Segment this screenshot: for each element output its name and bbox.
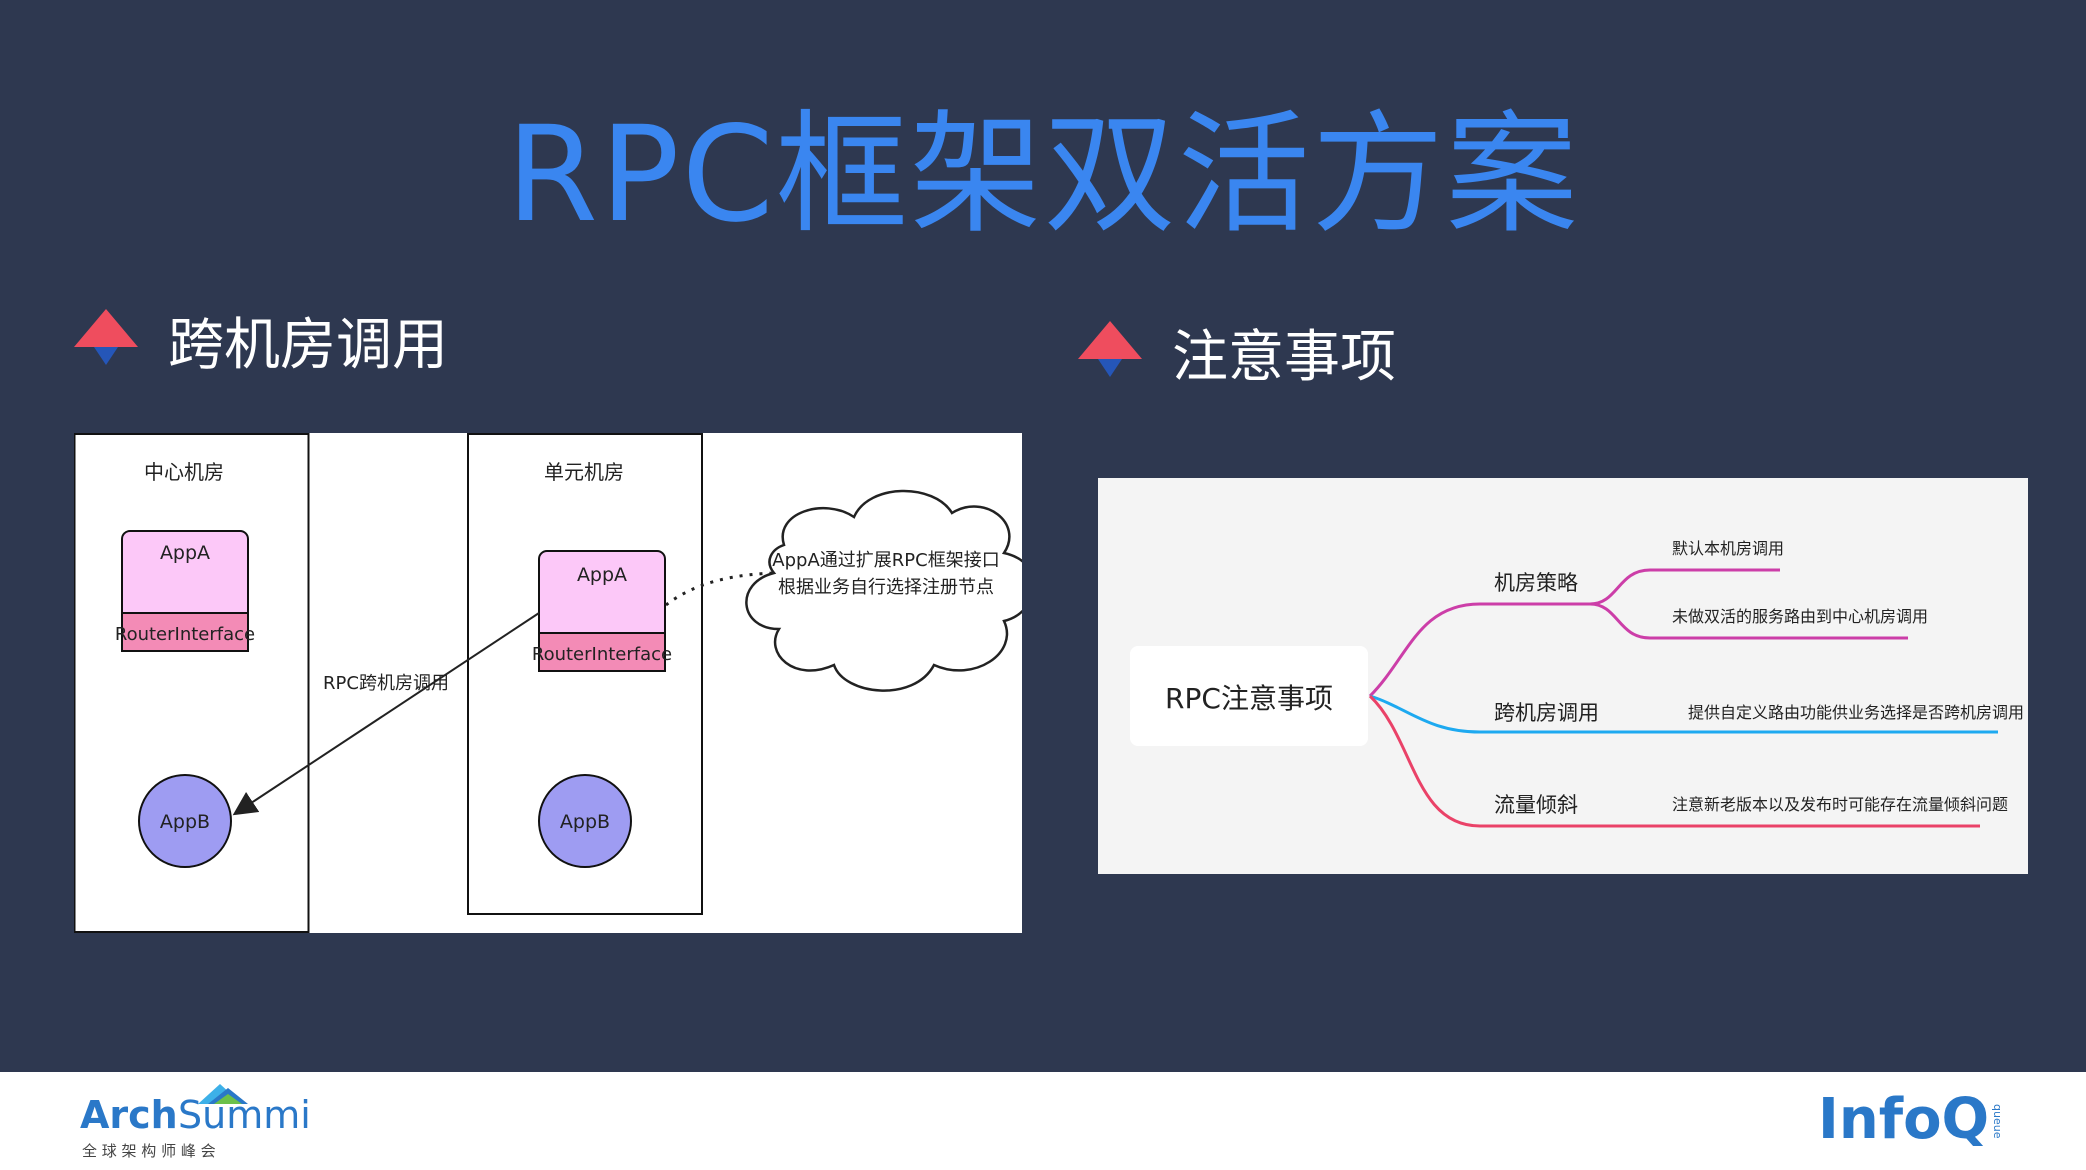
mindmap-root-node	[1130, 646, 1368, 746]
section-heading-cross-room: 跨机房调用	[74, 300, 448, 381]
leaf-default-local: 默认本机房调用	[1672, 539, 1784, 558]
router-interface-label: RouterInterface	[532, 644, 672, 665]
infoq-logo: InfoQ queue	[1818, 1082, 2008, 1156]
section-heading-label: 注意事项	[1172, 325, 1396, 390]
triangle-bullet-icon	[74, 308, 138, 365]
section-heading-label: 跨机房调用	[168, 313, 448, 378]
cloud-callout: AppA通过扩展RPC框架接口 根据业务自行选择注册节点	[745, 489, 1022, 692]
unit-room-label: 单元机房	[544, 460, 624, 484]
app-b-label: AppB	[160, 811, 210, 833]
unit-app-b-node: AppB	[538, 774, 632, 868]
app-a-label: AppA	[160, 542, 210, 564]
footer-bar: Arch Summit 全 球 架 构 师 峰 会 InfoQ queue	[0, 1072, 2086, 1170]
cross-room-diagram: 中心机房 单元机房 AppA RouterInterface AppA Rout…	[74, 433, 1022, 933]
leaf-traffic-skew: 注意新老版本以及发布时可能存在流量倾斜问题	[1672, 795, 2008, 814]
dotted-connector	[665, 571, 785, 607]
branch-label-cross-room: 跨机房调用	[1494, 701, 1599, 725]
branch-label-room-strategy: 机房策略	[1494, 571, 1578, 595]
center-room-label: 中心机房	[144, 460, 224, 484]
branch-line-traffic-skew	[1368, 694, 1980, 828]
router-interface-label: RouterInterface	[115, 624, 255, 645]
rpc-call-arrow	[232, 612, 540, 816]
branch-label-traffic-skew: 流量倾斜	[1494, 793, 1578, 817]
cloud-text-line1: AppA通过扩展RPC框架接口	[772, 550, 999, 571]
rpc-call-label: RPC跨机房调用	[323, 673, 449, 694]
leaf-route-center: 未做双活的服务路由到中心机房调用	[1672, 607, 1928, 626]
branch-line-room-strategy	[1368, 602, 1590, 698]
app-a-label: AppA	[577, 564, 627, 586]
leaf-custom-route: 提供自定义路由功能供业务选择是否跨机房调用	[1688, 703, 2024, 722]
logo-infoq-small-text: queue	[1991, 1104, 2004, 1139]
archsummit-logo: Arch Summit 全 球 架 构 师 峰 会	[80, 1078, 326, 1168]
branch-line-cross-room	[1369, 694, 1998, 734]
notes-mindmap: RPC注意事项 机房策略 默认本机房调用 未做双活的服务路由到中心机房调用 跨机…	[1098, 478, 2028, 874]
app-b-label: AppB	[560, 811, 610, 833]
logo-infoq-text: InfoQ	[1818, 1087, 1989, 1152]
center-app-a-node: AppA RouterInterface	[115, 530, 255, 652]
center-app-b-node: AppB	[138, 774, 232, 868]
unit-app-a-node: AppA RouterInterface	[532, 550, 672, 672]
logo-arch-text: Arch	[80, 1093, 178, 1137]
cloud-text-line2: 根据业务自行选择注册节点	[778, 577, 994, 598]
section-heading-notes: 注意事项	[1078, 312, 1396, 393]
slide-title: RPC框架双活方案	[506, 98, 1580, 252]
mindmap-root-label: RPC注意事项	[1165, 682, 1333, 715]
logo-summit-text: Summit	[178, 1093, 310, 1137]
triangle-bullet-icon	[1078, 320, 1142, 377]
logo-sub-text: 全 球 架 构 师 峰 会	[82, 1142, 216, 1160]
